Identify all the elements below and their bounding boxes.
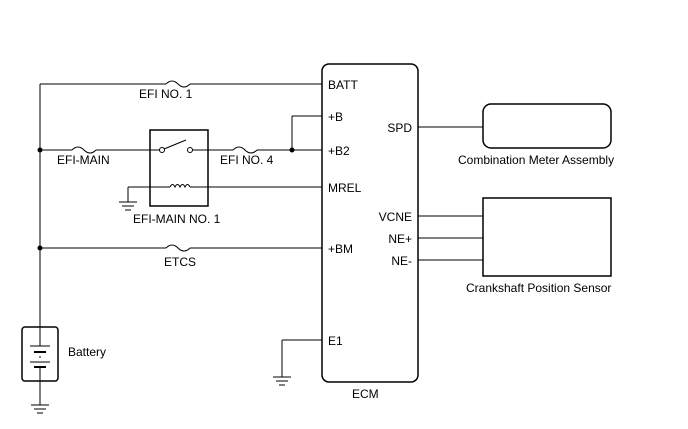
fuse-etcs-icon bbox=[165, 244, 191, 252]
ecm-ground bbox=[273, 339, 322, 386]
fuse-etcs-label: ETCS bbox=[164, 255, 196, 269]
ecm-ground-icon bbox=[273, 376, 291, 386]
ecm-pin-vcne: VCNE bbox=[379, 210, 412, 224]
relay-label: EFI-MAIN NO. 1 bbox=[133, 212, 221, 226]
fuse-efi-no1-icon bbox=[165, 80, 191, 88]
battery-ground-icon bbox=[31, 404, 49, 414]
ecm-label: ECM bbox=[352, 387, 379, 401]
ecm-pin-ne-minus: NE- bbox=[391, 254, 412, 268]
ecm-pin-plus-b: +B bbox=[328, 110, 343, 124]
ecm-pin-spd: SPD bbox=[387, 121, 412, 135]
fuse-efi-no4-label: EFI NO. 4 bbox=[220, 153, 274, 167]
crank-sensor-box bbox=[482, 197, 612, 277]
ecm-pin-mrel: MREL bbox=[328, 181, 362, 195]
combination-meter-box bbox=[482, 103, 612, 149]
fuse-efi-main-icon bbox=[71, 146, 97, 154]
combination-meter-label: Combination Meter Assembly bbox=[458, 153, 614, 167]
crank-sensor-label: Crankshaft Position Sensor bbox=[466, 281, 611, 295]
ecm-pin-batt: BATT bbox=[328, 78, 358, 92]
fuse-efi-no4-icon bbox=[232, 146, 258, 154]
ecm-pin-plus-b2: +B2 bbox=[328, 144, 350, 158]
battery-label: Battery bbox=[68, 345, 106, 359]
ecm-box bbox=[321, 63, 419, 383]
relay-ground bbox=[119, 186, 150, 211]
fuse-efi-main-label: EFI-MAIN bbox=[57, 153, 110, 167]
battery bbox=[21, 326, 59, 414]
ecm-pin-ne-plus: NE+ bbox=[388, 232, 412, 246]
fuse-efi-no1-label: EFI NO. 1 bbox=[139, 87, 193, 101]
ecm-pin-e1: E1 bbox=[328, 334, 343, 348]
ecm-pin-plus-bm: +BM bbox=[328, 242, 353, 256]
relay-efi-main-no1 bbox=[149, 129, 209, 207]
relay-ground-icon bbox=[119, 201, 137, 211]
